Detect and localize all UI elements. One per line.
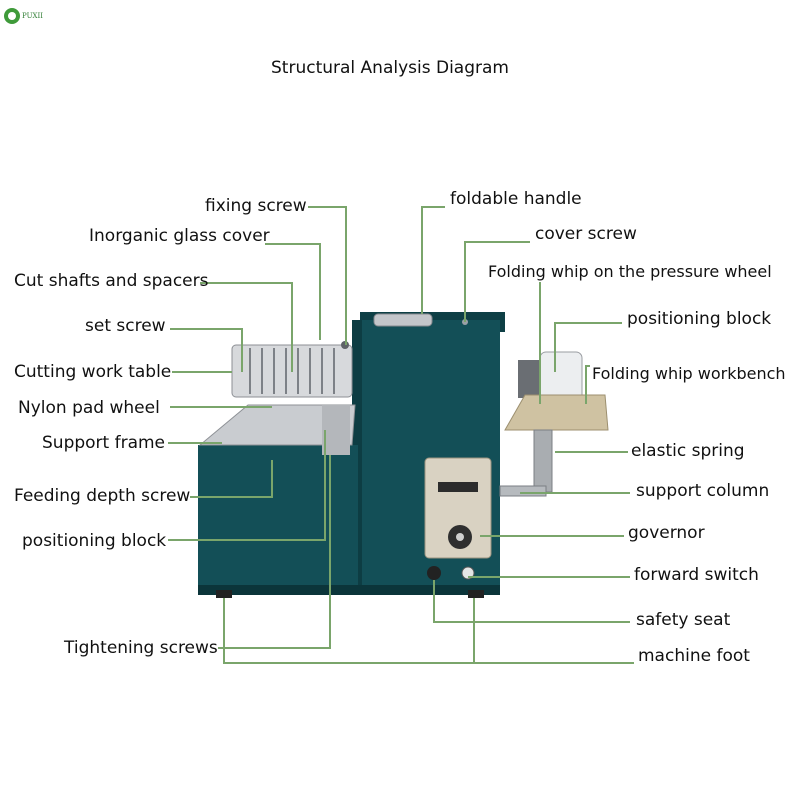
label-set-screw: set screw [85, 316, 166, 336]
logo-text: PUXII [22, 12, 43, 20]
elastic-spring-coil [533, 429, 553, 493]
label-elastic-spring: elastic spring [631, 441, 745, 461]
leader-machine-foot [223, 598, 634, 664]
label-machine-foot: machine foot [638, 646, 750, 666]
handle-bar [373, 313, 433, 327]
diagram-title: Structural Analysis Diagram [271, 58, 509, 78]
leader-glass-cover [265, 243, 321, 340]
label-folding-whip-pressure-wheel: Folding whip on the pressure wheel [488, 262, 772, 281]
label-support-frame: Support frame [42, 433, 166, 453]
cutting-table-plate [198, 404, 356, 446]
label-positioning-block-left: positioning block [22, 531, 167, 551]
lower-base [198, 445, 358, 595]
leader-tightening [218, 455, 331, 649]
leader-cut-shafts [200, 282, 293, 372]
label-support-column: support column [636, 481, 770, 501]
leader-set-screw [170, 328, 243, 372]
label-governor: governor [628, 523, 705, 543]
leader-positioning-left [168, 430, 326, 541]
leader-workbench [585, 365, 590, 404]
pressure-wheel-housing [518, 360, 540, 398]
governor-knob-center [456, 533, 464, 541]
leaf-logo-icon [4, 8, 20, 24]
label-nylon-pad-wheel: Nylon pad wheel [18, 398, 160, 418]
machine-foot-left [216, 590, 232, 598]
label-safety-seat: safety seat [636, 610, 731, 630]
label-fixing-screw: fixing screw [205, 196, 307, 216]
folding-workbench-plate [504, 394, 609, 431]
base-shadow [198, 585, 500, 595]
label-feeding-depth-screw: Feeding depth screw [14, 486, 191, 506]
support-frame-bar [322, 405, 350, 455]
label-foldable-handle: foldable handle [450, 189, 582, 209]
machine-foot-right [468, 590, 484, 598]
leader-lines [168, 206, 634, 664]
leader-foldable-handle [421, 206, 445, 314]
control-display [438, 482, 478, 492]
leader-fixing-screw [308, 206, 347, 345]
leader-feeding-depth [190, 460, 273, 498]
label-forward-switch: forward switch [634, 565, 759, 585]
brand-logo: PUXII [4, 8, 43, 24]
label-positioning-block-right: positioning block [627, 309, 772, 329]
blade-spacers [249, 348, 335, 394]
label-cut-shafts-and-spacers: Cut shafts and spacers [14, 271, 209, 291]
label-inorganic-glass-cover: Inorganic glass cover [89, 226, 270, 246]
label-cover-screw: cover screw [535, 224, 637, 244]
leader-safety-seat [433, 580, 630, 623]
label-tightening-screws: Tightening screws [64, 638, 218, 658]
leader-positioning-right [554, 322, 622, 372]
leader-cover-screw [464, 241, 530, 322]
label-cutting-work-table: Cutting work table [14, 362, 172, 382]
label-folding-whip-workbench: Folding whip workbench [592, 364, 786, 383]
support-column-bar [499, 485, 547, 497]
safety-seat-socket [427, 566, 441, 580]
